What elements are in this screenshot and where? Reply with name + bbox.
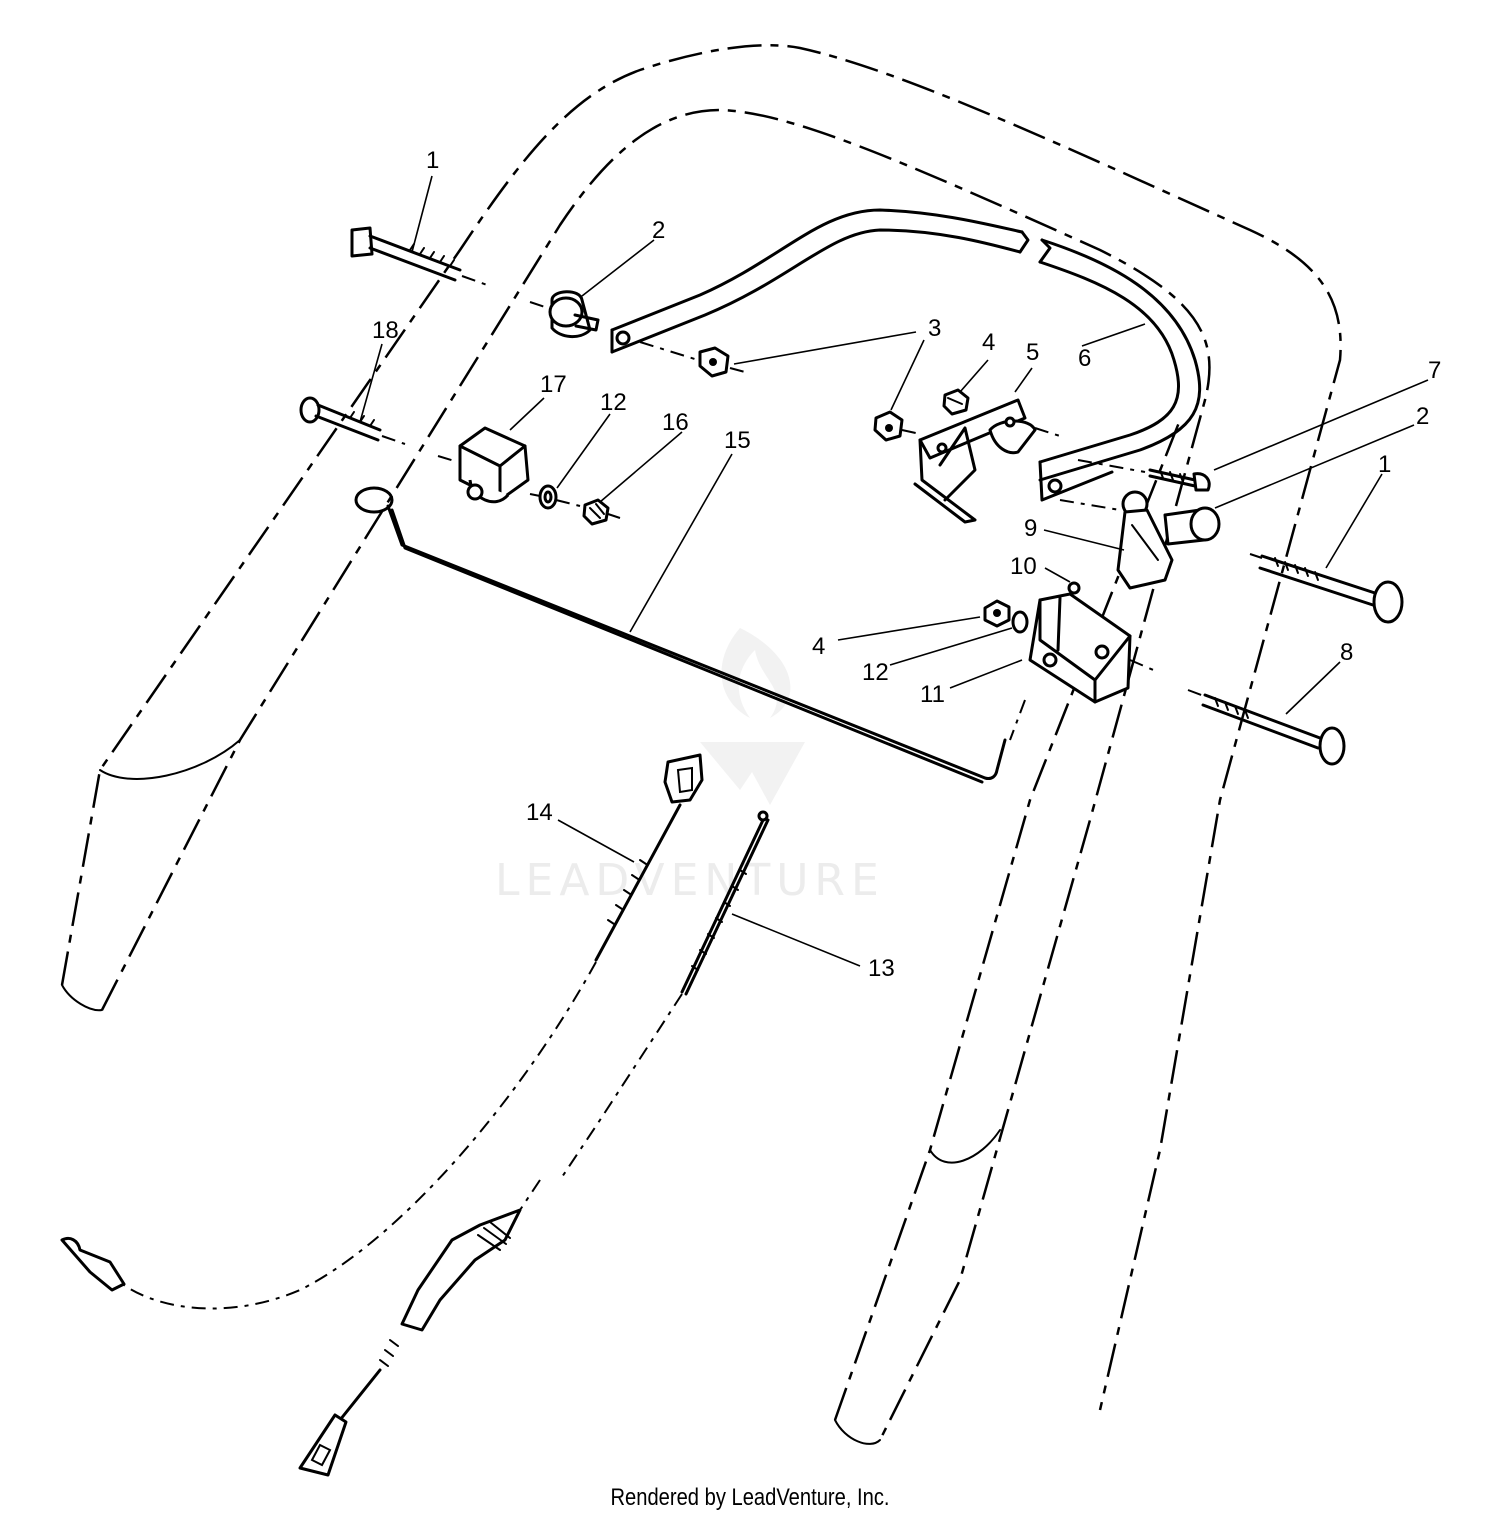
washer-12-right — [1011, 610, 1029, 634]
throttle-cable — [60, 753, 704, 1477]
callout-7: 7 — [1428, 357, 1441, 384]
callout-6: 6 — [1078, 345, 1091, 372]
callout-15: 15 — [724, 427, 751, 454]
pivot-lever — [1116, 490, 1174, 590]
callout-13: 13 — [868, 955, 895, 982]
callout-9: 9 — [1024, 515, 1037, 542]
bolt-10 — [1067, 581, 1081, 595]
bolt-8 — [1187, 689, 1346, 766]
callout-12-left: 12 — [600, 389, 627, 416]
hex-nut-3-left — [639, 341, 746, 378]
callout-1-right: 1 — [1378, 451, 1391, 478]
callout-10: 10 — [1010, 553, 1037, 580]
handle-outline — [60, 43, 1342, 1445]
nut-4-top — [942, 388, 970, 416]
callout-2-top: 2 — [652, 217, 665, 244]
callout-14: 14 — [526, 799, 553, 826]
callout-12-right: 12 — [862, 659, 889, 686]
watermark-logo — [700, 628, 805, 805]
callout-labels: 1 2 3 4 5 6 7 2 1 8 9 10 4 12 11 18 17 1… — [372, 147, 1441, 982]
callout-1-top: 1 — [426, 147, 439, 174]
washer-12-left — [529, 484, 581, 510]
callout-16: 16 — [662, 409, 689, 436]
callout-17: 17 — [540, 371, 567, 398]
cable-guide-17 — [437, 426, 530, 504]
callout-18: 18 — [372, 317, 399, 344]
nut-16 — [582, 498, 621, 526]
screw-7 — [1077, 459, 1211, 492]
leader-lines — [359, 175, 1429, 967]
nut-4-mid — [983, 599, 1011, 628]
control-rod — [354, 486, 1007, 784]
callout-4-top: 4 — [982, 329, 995, 356]
carriage-bolt-right — [1249, 553, 1404, 624]
carriage-bolt-left — [350, 226, 491, 287]
control-bracket — [913, 398, 1061, 524]
callout-8: 8 — [1340, 639, 1353, 666]
bail-handle — [610, 208, 1202, 502]
callout-2-right: 2 — [1416, 403, 1429, 430]
bolt-18 — [299, 396, 406, 445]
callout-3: 3 — [928, 315, 941, 342]
hex-nut-3-right — [873, 410, 921, 442]
callout-4-mid: 4 — [812, 633, 825, 660]
spring-13 — [559, 810, 770, 1181]
callout-5: 5 — [1026, 339, 1039, 366]
watermark-text: LEADVENTURE — [495, 855, 885, 906]
bushing-right — [1059, 499, 1221, 546]
cable-block-11 — [1009, 592, 1159, 741]
bushing-left — [529, 290, 600, 338]
callout-11: 11 — [920, 681, 945, 708]
footer-credit: Rendered by LeadVenture, Inc. — [610, 1484, 890, 1511]
